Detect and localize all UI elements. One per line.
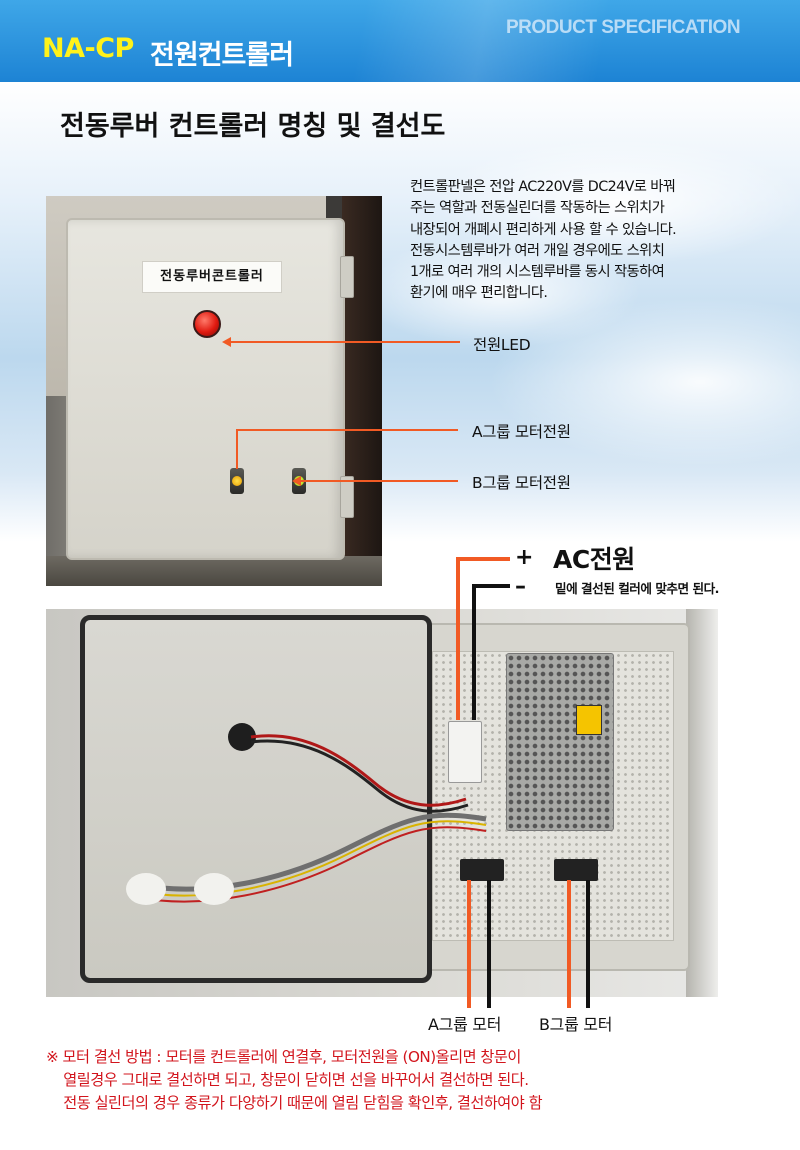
enclosure-door <box>80 615 432 983</box>
ac-power-label: AC전원 <box>553 545 635 574</box>
note-line: 전동 실린더의 경우 종류가 다양하기 때문에 열림 닫힘을 확인후, 결선하여… <box>46 1094 543 1112</box>
header-shine <box>0 0 800 82</box>
description-line: 주는 역할과 전동실린더를 작동하는 스위치가 <box>410 200 665 217</box>
description-line: 컨트롤판넬은 전압 AC220V를 DC24V로 바꿔 <box>410 179 676 195</box>
enclosure-label: 전동루버콘트롤러 <box>142 261 282 293</box>
enclosure-hinge <box>340 476 354 518</box>
circuit-breaker <box>448 721 482 783</box>
ac-minus-label: – <box>515 574 526 599</box>
ac-plus-label: + <box>515 545 534 570</box>
ac-plus-wire <box>456 557 510 720</box>
photo-stone-base <box>46 556 382 586</box>
section-title: 전동루버 컨트롤러 명칭 및 결선도 <box>60 111 446 142</box>
callout-line-led <box>230 341 460 343</box>
callout-arrow-icon <box>222 337 231 347</box>
callout-group-a-power: A그룹 모터전원 <box>472 423 571 441</box>
description-line: 전동시스템루바가 여러 개일 경우에도 스위치 <box>410 242 665 259</box>
callout-line-group-a <box>236 429 458 431</box>
callout-power-led: 전원LED <box>473 336 531 354</box>
note-line: ※ 모터 결선 방법 : 모터를 컨트롤러에 연결후, 모터전원을 (ON)올리… <box>46 1048 521 1066</box>
wire-red <box>250 734 467 807</box>
ac-minus-wire <box>472 584 510 720</box>
description-line: 1개로 여러 개의 시스템루바를 동시 작동하여 <box>410 264 665 281</box>
group-a-motor-label: A그룹 모터 <box>428 1015 502 1034</box>
product-title: 전원컨트롤러 <box>150 40 294 71</box>
power-supply-unit <box>506 653 614 831</box>
wire-red <box>135 826 487 903</box>
description-line: 내장되어 개폐시 편리하게 사용 할 수 있습니다. <box>410 221 677 238</box>
switch-back-a <box>126 873 166 905</box>
power-led-icon <box>193 310 221 338</box>
wiring-harness <box>126 723 487 905</box>
switch-back-b <box>194 873 234 905</box>
note-line: 열릴경우 그대로 결선하면 되고, 창문이 닫히면 선을 바꾸어서 결선하면 된… <box>46 1071 529 1089</box>
group-a-switch-icon <box>230 468 244 494</box>
enclosure-hinge <box>340 256 354 298</box>
photo-wall <box>686 609 718 997</box>
controller-front-photo: 전동루버콘트롤러 <box>46 196 382 586</box>
callout-group-b-power: B그룹 모터전원 <box>472 474 571 492</box>
power-supply-sticker <box>576 705 602 735</box>
wiring-note: ※ 모터 결선 방법 : 모터를 컨트롤러에 연결후, 모터전원을 (ON)올리… <box>46 1046 786 1115</box>
wire-black <box>250 739 469 813</box>
door-led-back <box>228 723 256 751</box>
controller-interior-photo <box>46 609 718 997</box>
description: 컨트롤판넬은 전압 AC220V를 DC24V로 바꿔 주는 역할과 전동실린더… <box>410 177 790 305</box>
callout-line-group-b <box>300 480 458 482</box>
ac-power-note: 밑에 결선된 컬러에 맞추면 된다. <box>555 581 719 596</box>
description-line: 환기에 매우 편리합니다. <box>410 285 548 302</box>
terminal-block-b <box>554 859 598 881</box>
callout-line-group-a-drop <box>236 429 238 469</box>
terminal-block-a <box>460 859 504 881</box>
group-b-motor-label: B그룹 모터 <box>539 1015 613 1034</box>
callout-arrow-icon <box>292 476 301 486</box>
model-name: NA-CP <box>42 33 134 64</box>
header-banner <box>0 0 800 82</box>
product-spec-label: PRODUCT SPECIFICATION <box>506 17 741 38</box>
